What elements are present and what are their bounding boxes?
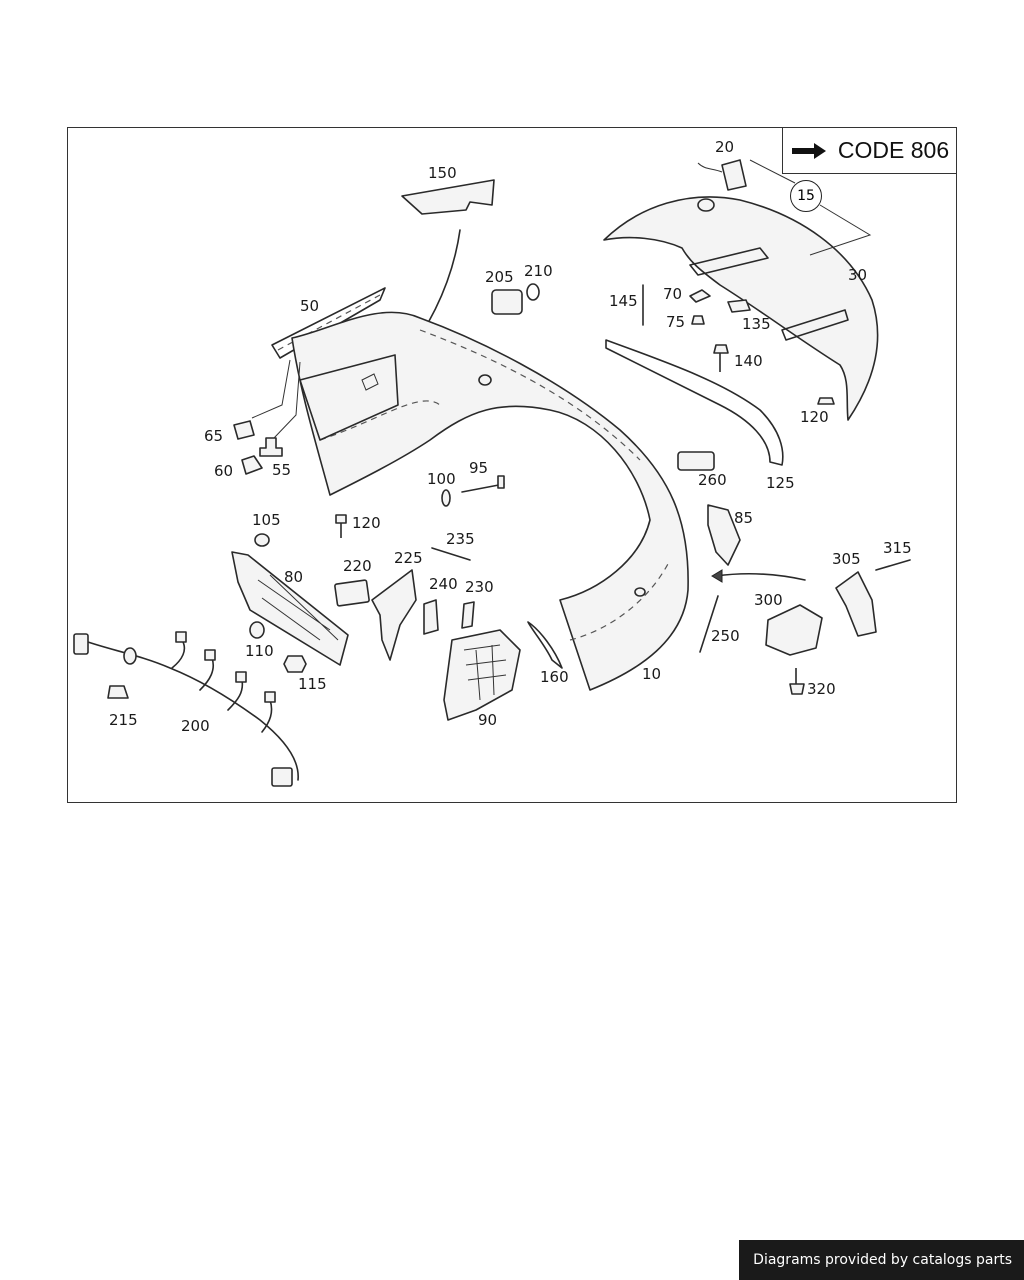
callout-225: 225 [394, 549, 423, 567]
callout-20: 20 [715, 138, 735, 156]
callout-230: 230 [465, 578, 494, 596]
callout-115: 115 [298, 675, 327, 693]
part-320 [789, 668, 805, 695]
callout-250: 250 [711, 627, 740, 645]
part-225 [371, 569, 417, 661]
part-30-diffuser [603, 196, 879, 421]
callout-80: 80 [284, 568, 304, 586]
callout-215: 215 [109, 711, 138, 729]
callout-320: 320 [807, 680, 836, 698]
callout-305: 305 [832, 550, 861, 568]
callout-10: 10 [642, 665, 662, 683]
attribution-badge: Diagrams provided by catalogs parts [739, 1240, 1024, 1280]
callout-105: 105 [252, 511, 281, 529]
part-260 [677, 451, 715, 471]
part-150 [401, 179, 495, 215]
part-115 [283, 655, 307, 673]
callout-210: 210 [524, 262, 553, 280]
callout-140: 140 [734, 352, 763, 370]
callout-100: 100 [427, 470, 456, 488]
part-315 [875, 559, 911, 571]
part-85 [707, 504, 741, 566]
part-240 [423, 599, 439, 635]
callout-315: 315 [883, 539, 912, 557]
part-135 [727, 299, 751, 313]
part-90 [443, 629, 521, 721]
part-105 [254, 533, 270, 547]
callout-85: 85 [734, 509, 754, 527]
part-250 [699, 595, 719, 653]
part-220 [334, 579, 370, 607]
callout-205: 205 [485, 268, 514, 286]
callout-220: 220 [343, 557, 372, 575]
part-305 [835, 571, 877, 637]
part-120b [335, 514, 347, 538]
group-callout-15: 15 [790, 180, 822, 212]
callout-260: 260 [698, 471, 727, 489]
callout-60: 60 [214, 462, 234, 480]
part-160 [527, 621, 563, 669]
part-20 [721, 159, 747, 191]
callout-50: 50 [300, 297, 320, 315]
callout-55: 55 [272, 461, 292, 479]
part-300 [765, 604, 823, 656]
part-210 [526, 283, 540, 301]
callout-125: 125 [766, 474, 795, 492]
part-65 [233, 420, 255, 440]
callout-30: 30 [848, 266, 868, 284]
callout-65: 65 [204, 427, 224, 445]
part-235 [431, 547, 471, 561]
callout-70: 70 [663, 285, 683, 303]
callout-235: 235 [446, 530, 475, 548]
part-205 [491, 289, 523, 315]
part-60 [241, 455, 263, 475]
part-55 [259, 437, 283, 457]
part-120a [817, 397, 835, 405]
part-215 [107, 685, 129, 699]
part-80 [231, 551, 349, 666]
part-110 [249, 621, 265, 639]
callout-300: 300 [754, 591, 783, 609]
code-806-box: CODE 806 [782, 127, 957, 174]
callout-95: 95 [469, 459, 489, 477]
part-100 [441, 489, 451, 507]
callout-75: 75 [666, 313, 686, 331]
callout-160: 160 [540, 668, 569, 686]
callout-145: 145 [609, 292, 638, 310]
arrow-right-icon [791, 142, 826, 159]
code-806-label: CODE 806 [837, 137, 950, 163]
part-200-harness [81, 639, 299, 781]
part-230 [461, 601, 475, 629]
callout-150: 150 [428, 164, 457, 182]
part-75 [691, 315, 705, 325]
callout-240: 240 [429, 575, 458, 593]
part-70 [689, 289, 711, 303]
callout-90: 90 [478, 711, 498, 729]
callout-135: 135 [742, 315, 771, 333]
callout-120-lower: 120 [352, 514, 381, 532]
callout-200: 200 [181, 717, 210, 735]
callout-120-upper: 120 [800, 408, 829, 426]
part-140 [713, 344, 729, 372]
callout-110: 110 [245, 642, 274, 660]
part-10-bumper [291, 311, 689, 691]
part-95 [461, 483, 505, 493]
part-50 [271, 287, 386, 359]
diagram-frame [67, 127, 957, 803]
part-125 [605, 339, 784, 466]
